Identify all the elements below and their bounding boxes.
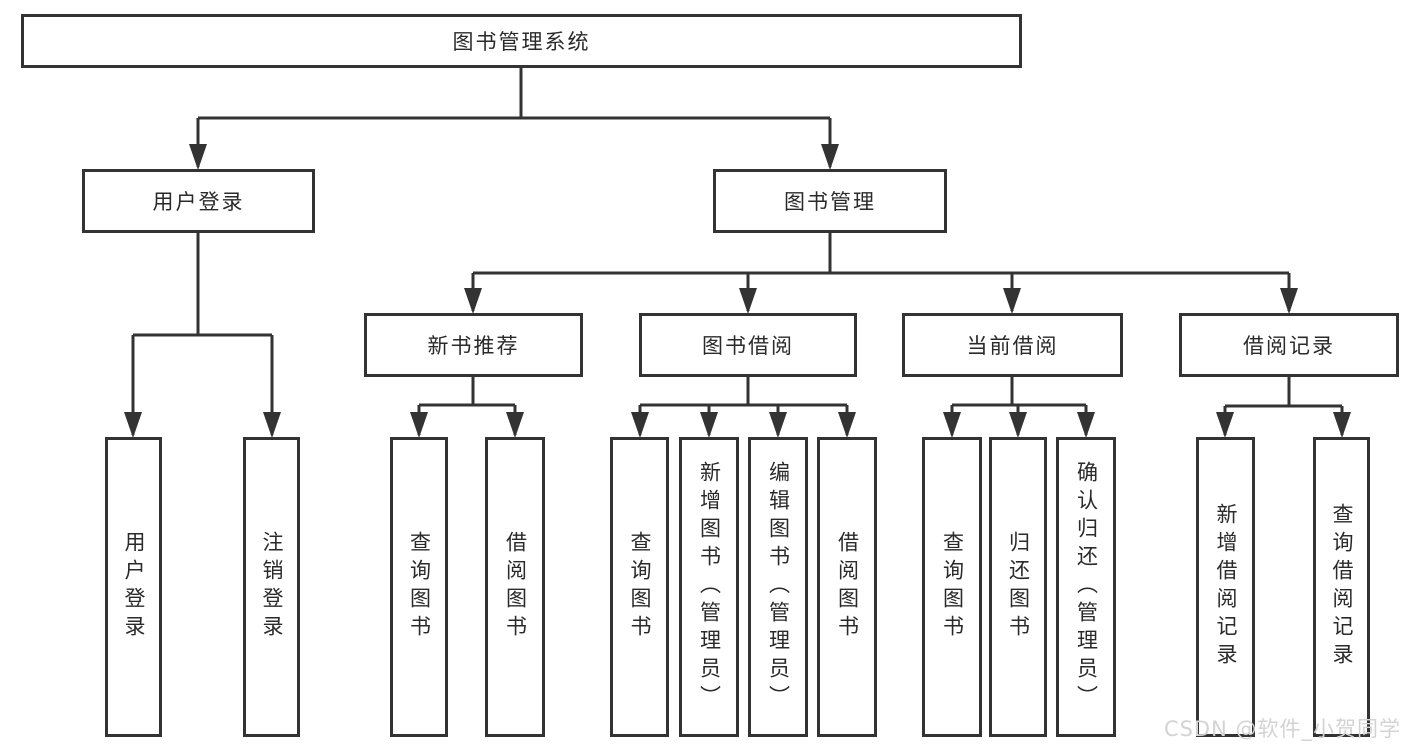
leaf-logout: 注销登录	[243, 437, 300, 737]
node-user-login: 用户登录	[82, 169, 315, 233]
node-current-borrowing: 当前借阅	[902, 313, 1123, 377]
leaf-user-login: 用户登录	[105, 437, 162, 737]
leaf-query-borrow-record: 查询借阅记录	[1313, 437, 1370, 737]
leaf-confirm-return-admin: 确认归还（管理员）	[1056, 437, 1116, 737]
leaf-query-books-borrowing: 查询图书	[610, 437, 669, 737]
leaf-add-books-admin: 新增图书（管理员）	[679, 437, 739, 737]
leaf-query-books-newbooks: 查询图书	[390, 437, 448, 737]
leaf-edit-books-admin: 编辑图书（管理员）	[748, 437, 808, 737]
leaf-borrow-books-borrowing: 借阅图书	[817, 437, 877, 737]
node-borrowing-records: 借阅记录	[1179, 313, 1399, 377]
watermark-text: CSDN @软件_小贺同学	[1163, 717, 1401, 741]
leaf-query-books-current: 查询图书	[922, 437, 982, 737]
leaf-borrow-books-newbooks: 借阅图书	[485, 437, 545, 737]
leaf-return-books: 归还图书	[989, 437, 1047, 737]
node-book-borrowing: 图书借阅	[639, 313, 857, 377]
node-book-management: 图书管理	[713, 169, 947, 233]
leaf-add-borrow-record: 新增借阅记录	[1196, 437, 1255, 737]
node-root-system: 图书管理系统	[21, 14, 1022, 68]
node-new-book-recommendation: 新书推荐	[364, 313, 583, 377]
